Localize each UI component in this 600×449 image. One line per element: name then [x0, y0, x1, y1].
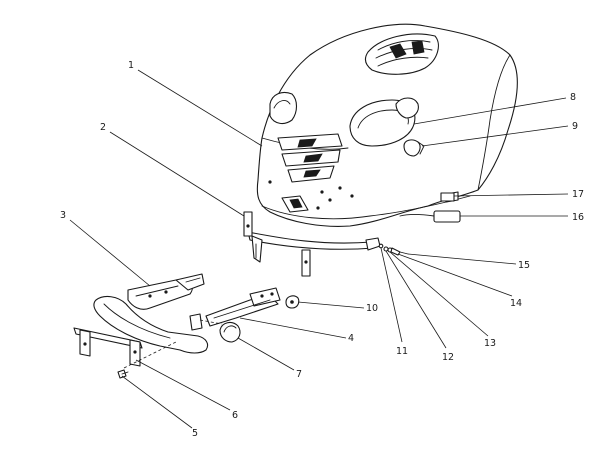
- callout-17: 17: [572, 189, 584, 200]
- leader-17: [453, 193, 569, 197]
- frame-tube-3: [93, 273, 209, 354]
- bracket-4: [189, 287, 281, 331]
- cap-7: [219, 321, 241, 343]
- callout-6: 6: [232, 410, 238, 421]
- leader-2: [109, 131, 245, 217]
- callout-11: 11: [396, 346, 408, 357]
- leader-3: [69, 219, 151, 287]
- callout-1: 1: [128, 60, 134, 71]
- callout-9: 9: [572, 121, 578, 132]
- callout-10: 10: [366, 303, 378, 314]
- leader-14: [397, 253, 513, 297]
- box-16: [399, 210, 461, 223]
- leader-lines: [69, 69, 569, 429]
- callout-14: 14: [510, 298, 522, 309]
- nut-10: [285, 295, 300, 309]
- leader-8: [413, 97, 567, 125]
- bolt-5: [117, 369, 129, 379]
- callout-7: 7: [296, 369, 302, 380]
- callout-16: 16: [572, 212, 584, 223]
- leader-15: [407, 253, 517, 265]
- leader-7: [237, 337, 295, 371]
- callout-2: 2: [100, 122, 106, 133]
- leader-9: [421, 125, 569, 147]
- hood: [256, 23, 518, 227]
- callout-12: 12: [442, 352, 454, 363]
- callout-3: 3: [60, 210, 66, 221]
- leader-1: [137, 69, 263, 147]
- leader-12: [385, 250, 447, 349]
- plate-6: [73, 327, 177, 369]
- leader-5: [121, 375, 193, 429]
- callout-13: 13: [484, 338, 496, 349]
- callout-15: 15: [518, 260, 530, 271]
- callout-5: 5: [192, 428, 198, 439]
- leader-4: [239, 317, 347, 339]
- callout-labels: 1 2 3 4 5 6 7 8 9 10 11 12 13 14 15 16 1…: [60, 60, 584, 439]
- leader-11: [380, 247, 403, 343]
- callout-4: 4: [348, 333, 354, 344]
- callout-8: 8: [570, 92, 576, 103]
- hardware-11-15: [378, 243, 409, 256]
- bumper-bar-2: [243, 211, 381, 277]
- leader-13: [389, 251, 489, 337]
- leader-10: [297, 301, 365, 309]
- leader-6: [135, 359, 231, 411]
- clip-17: [440, 192, 455, 202]
